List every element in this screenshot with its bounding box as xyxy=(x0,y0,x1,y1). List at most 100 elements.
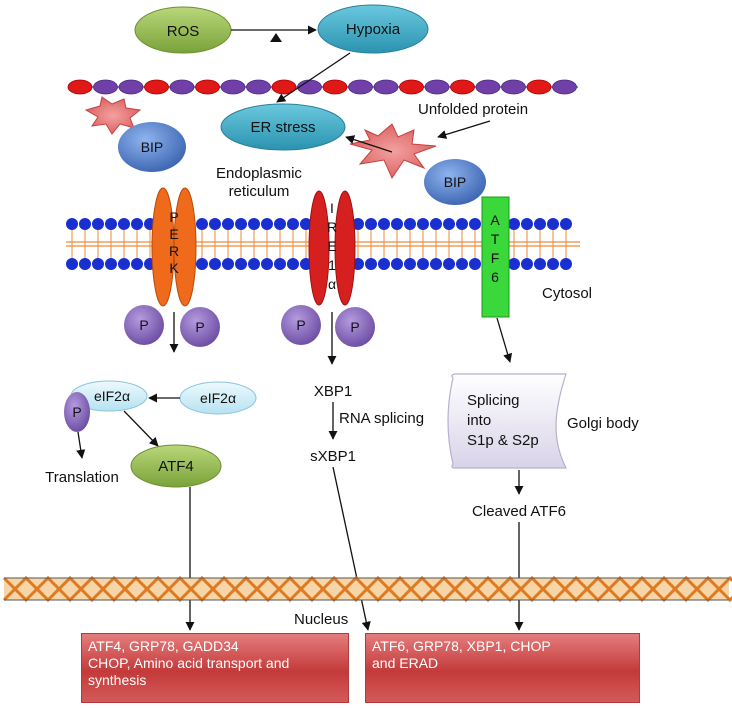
membrane-bead xyxy=(246,79,271,95)
membrane-bead xyxy=(450,79,475,95)
membrane-bead xyxy=(93,79,118,95)
lipid-head xyxy=(547,218,559,230)
membrane-bead xyxy=(297,79,322,95)
ire1-letter: α xyxy=(328,276,336,292)
unfolded-protein-label: Unfolded protein xyxy=(418,101,528,118)
membrane-bead xyxy=(552,79,577,95)
atf6-letter: 6 xyxy=(491,269,499,285)
lipid-head xyxy=(352,218,364,230)
ros-label: ROS xyxy=(167,23,200,40)
er-stress-label: ER stress xyxy=(250,119,315,136)
membrane-bead xyxy=(220,79,246,95)
lipid-head xyxy=(287,258,299,270)
ire1-letter: 1 xyxy=(328,257,336,273)
perk-letter: K xyxy=(169,260,179,276)
lipid-head xyxy=(404,258,416,270)
membrane-bead xyxy=(144,79,169,95)
lipid-head xyxy=(261,218,273,230)
hypoxia-to-er-stress-arrow xyxy=(276,52,351,103)
eif2a-right-label: eIF2α xyxy=(200,390,236,406)
ire1-right-strand xyxy=(334,190,356,306)
atf4-targets-line: ATF4, GRP78, GADD34 xyxy=(88,638,239,654)
translation-label: Translation xyxy=(45,469,119,486)
er-membrane-beads xyxy=(67,79,577,95)
lipid-head xyxy=(521,218,533,230)
lipid-head xyxy=(105,218,117,230)
atf4-targets-line: synthesis xyxy=(88,672,147,688)
nuclear-membrane xyxy=(2,575,732,603)
eif2a-to-atf4-arrow xyxy=(123,410,159,447)
lipid-head xyxy=(196,258,208,270)
eif2a-phosphate xyxy=(64,392,90,432)
membrane-bead xyxy=(118,79,144,95)
eif2a-left-label: eIF2α xyxy=(94,388,130,404)
membrane-bead xyxy=(322,79,348,95)
atf6-target-genes-box: ATF6, GRP78, XBP1, CHOP and ERAD xyxy=(365,633,640,703)
lipid-head xyxy=(118,218,130,230)
hypoxia-label: Hypoxia xyxy=(346,21,401,38)
lipid-head xyxy=(300,218,312,230)
lipid-head xyxy=(534,218,546,230)
lipid-head xyxy=(274,258,286,270)
rna-splicing-label: RNA splicing xyxy=(339,410,424,427)
lipid-head xyxy=(365,258,377,270)
unfolded-protein-left-star xyxy=(84,96,142,135)
lipid-head xyxy=(131,218,143,230)
golgi-body-shape xyxy=(447,373,567,469)
ire1-left-strand xyxy=(308,190,330,306)
lipid-head xyxy=(209,218,221,230)
atf6-letter: T xyxy=(491,231,500,247)
sxbp1-to-nucleus-arrow xyxy=(332,466,371,631)
lipid-head xyxy=(547,258,559,270)
membrane-bead xyxy=(373,79,399,95)
lipid-head xyxy=(560,218,572,230)
lipid-head xyxy=(508,258,520,270)
xbp1-label: XBP1 xyxy=(314,383,352,400)
er-label-line2: reticulum xyxy=(229,183,290,200)
atf6-label: A T F 6 xyxy=(490,212,500,285)
lipid-head xyxy=(365,218,377,230)
atf6-targets-line: ATF6, GRP78, XBP1, CHOP xyxy=(372,638,551,654)
cleaved-atf6-label: Cleaved ATF6 xyxy=(472,503,566,520)
lipid-head xyxy=(235,218,247,230)
lipid-head xyxy=(391,258,403,270)
phosphate-label: P xyxy=(296,317,305,333)
lipid-head xyxy=(222,218,234,230)
perk-letter: E xyxy=(169,226,178,242)
bip-right-label: BIP xyxy=(444,174,467,190)
unfolded-protein-arrow xyxy=(437,120,491,139)
membrane-bead xyxy=(195,79,220,95)
lipid-head xyxy=(248,258,260,270)
membrane-bead xyxy=(501,79,526,95)
membrane-bead xyxy=(475,79,501,95)
perk-letter: P xyxy=(169,209,178,225)
ire1-phosphate-left xyxy=(281,305,321,345)
lipid-head xyxy=(430,258,442,270)
lipid-bilayer xyxy=(66,218,580,270)
perk-right-strand xyxy=(173,187,197,307)
lipid-head xyxy=(378,258,390,270)
cytosol-label: Cytosol xyxy=(542,285,592,302)
lipid-head xyxy=(417,218,429,230)
lipid-head xyxy=(222,258,234,270)
golgi-text-line1: Splicing xyxy=(467,392,520,409)
phosphate-label: P xyxy=(139,317,148,333)
lipid-head xyxy=(274,218,286,230)
lipid-head xyxy=(248,218,260,230)
atf6-receptor xyxy=(481,196,510,318)
translation-arrow xyxy=(76,431,86,459)
lipid-head xyxy=(404,218,416,230)
phosphate-label: P xyxy=(350,319,359,335)
golgi-text-line2: into xyxy=(467,412,491,429)
atf4-target-genes-box: ATF4, GRP78, GADD34 CHOP, Amino acid tra… xyxy=(81,633,349,703)
membrane-bead xyxy=(399,79,424,95)
lipid-head xyxy=(456,218,468,230)
lipid-head xyxy=(560,258,572,270)
atf6-down-arrow xyxy=(496,317,513,363)
atf4-node xyxy=(130,444,222,488)
membrane-bead xyxy=(67,79,93,95)
perk-label: P E R K xyxy=(169,209,179,276)
lipid-head xyxy=(79,258,91,270)
lipid-head xyxy=(79,218,91,230)
